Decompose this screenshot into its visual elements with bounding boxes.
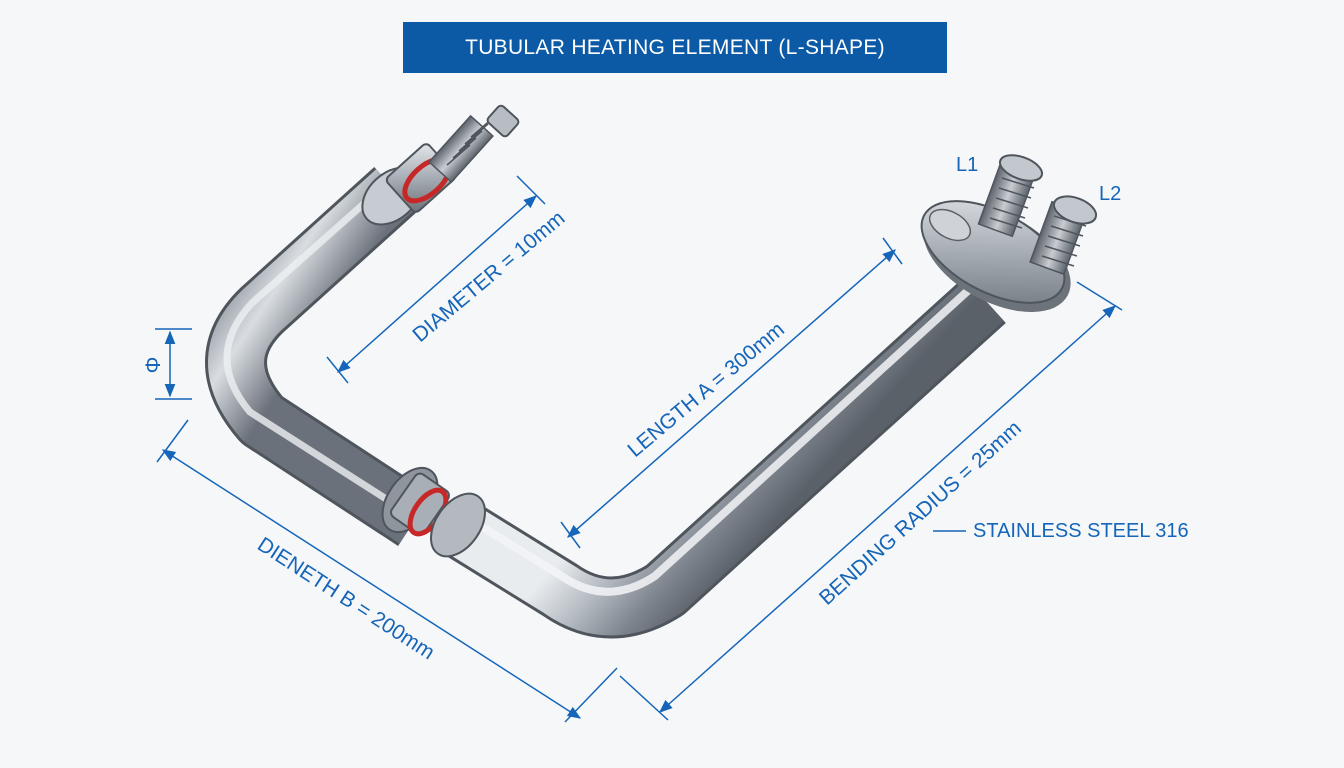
diagram-title: TUBULAR HEATING ELEMENT (L-SHAPE) [465,35,885,59]
material-label: STAINLESS STEEL 316 [973,520,1189,542]
terminal-l1-label: L1 [956,154,978,176]
terminal-l2 [1029,195,1098,276]
terminal-l1 [977,154,1044,238]
diameter-label: DIAMETER = 10mm [408,207,569,347]
diameter-symbol: Φ [142,357,165,374]
length-b-label: DIENETH B = 200mm [253,533,438,664]
title-banner: TUBULAR HEATING ELEMENT (L-SHAPE) [403,22,947,73]
length-a-label: LENGTH A = 300mm [623,318,788,462]
terminal-l2-label: L2 [1099,183,1121,205]
left-thread-lines [446,116,495,166]
dimension-lines [155,175,1123,723]
